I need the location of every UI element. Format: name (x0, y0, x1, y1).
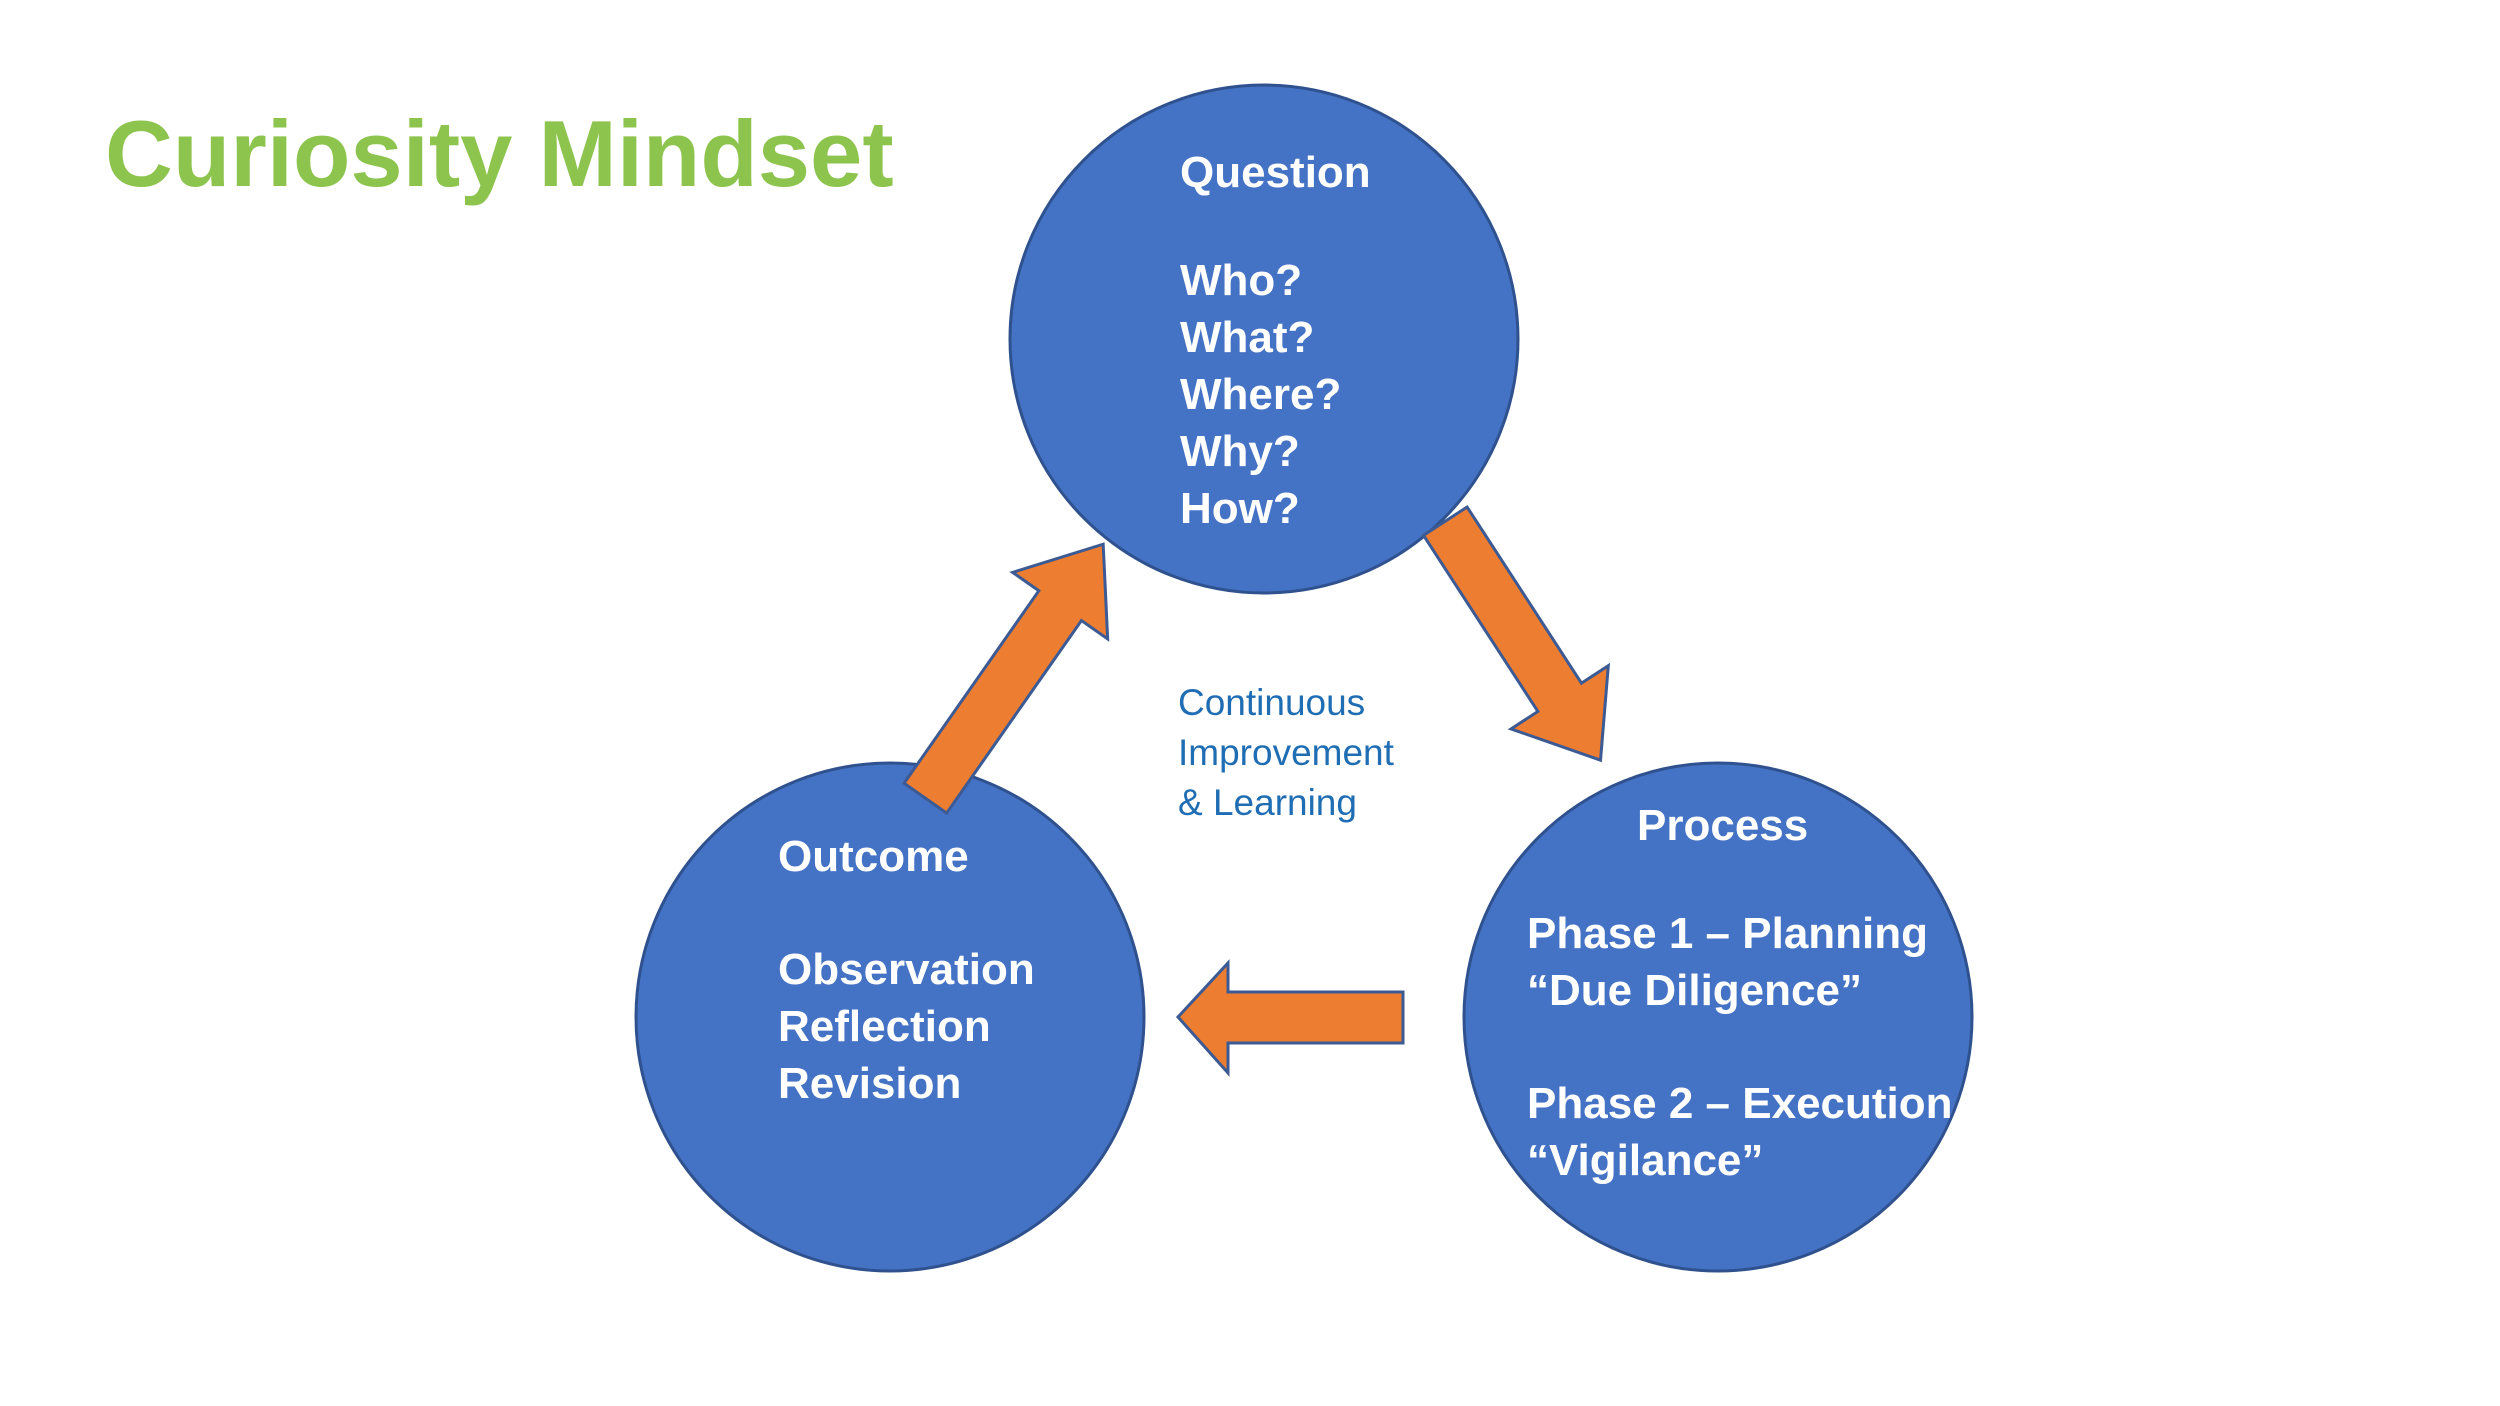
process-content: Process Phase 1 – Planning “Due Diligenc… (1527, 797, 1953, 1189)
process-heading: Process (1637, 801, 1809, 850)
center-label-line: Continuous (1178, 682, 1366, 723)
center-label: Continuous Improvement & Learning (1178, 678, 1394, 828)
phase2-quote: “Vigilance” (1527, 1136, 1764, 1185)
outcome-content: Outcome Observation Reflection Revision (778, 828, 1035, 1112)
outcome-item: Revision (778, 1059, 962, 1108)
process-circle (1462, 761, 1974, 1273)
phase1-name: Phase 1 – Planning (1527, 909, 1929, 958)
arrow-up-right-icon (901, 542, 1110, 816)
question-item: What? (1180, 313, 1315, 362)
question-heading: Question (1180, 148, 1371, 197)
question-item: Where? (1180, 370, 1342, 419)
outcome-item: Reflection (778, 1002, 991, 1051)
slide-title: Curiosity Mindset (105, 101, 894, 206)
center-label-line: Improvement (1178, 732, 1394, 773)
question-item: How? (1180, 484, 1300, 533)
arrow-left-icon (1175, 959, 1405, 1077)
question-item: Who? (1180, 256, 1303, 305)
arrow-down-right-icon (1421, 504, 1611, 763)
question-item: Why? (1180, 427, 1300, 476)
phase1-quote: “Due Diligence” (1527, 966, 1862, 1015)
outcome-item: Observation (778, 945, 1035, 994)
outcome-circle (634, 761, 1146, 1273)
phase2-name: Phase 2 – Execution (1527, 1079, 1953, 1128)
center-label-line: & Learning (1178, 782, 1357, 823)
outcome-heading: Outcome (778, 832, 969, 881)
question-content: Question Who? What? Where? Why? How? (1180, 144, 1371, 537)
question-circle (1008, 83, 1520, 595)
